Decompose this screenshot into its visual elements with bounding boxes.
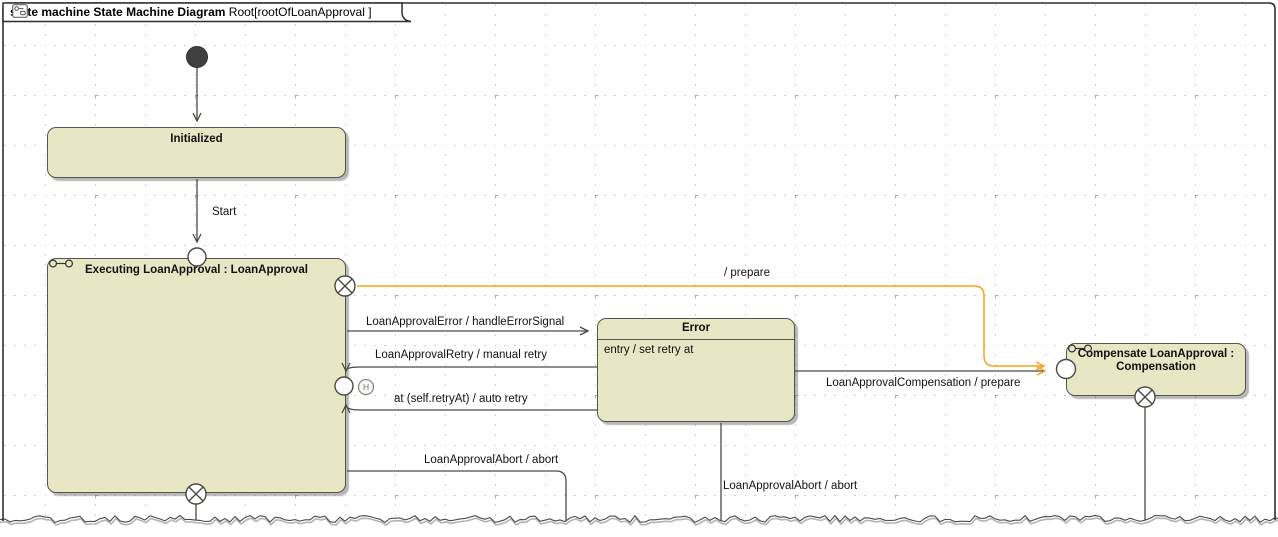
diagram-name-tab-text[interactable]: state machine State Machine Diagram Root…	[10, 4, 372, 20]
transition-label-manual-retry[interactable]: LoanApprovalRetry / manual retry	[375, 349, 547, 361]
state-compensate-loanapproval[interactable]: Compensate LoanApproval : Compensation	[1066, 343, 1246, 396]
transition-label-prepare[interactable]: / prepare	[724, 267, 771, 279]
state-title: Compensate LoanApproval : Compensation	[1077, 348, 1235, 373]
diagram-ref: rootOfLoanApproval ]	[257, 4, 372, 19]
diagram-name: State Machine Diagram	[93, 4, 226, 19]
transition-label-start[interactable]: Start	[212, 206, 237, 218]
submachine-icon	[48, 259, 74, 268]
transition-label-abort-executing[interactable]: LoanApprovalAbort / abort	[424, 454, 559, 466]
state-title: Error	[598, 319, 794, 340]
submachine-icon	[1067, 344, 1093, 353]
transition-label-abort-error[interactable]: LoanApprovalAbort / abort	[723, 480, 858, 492]
state-title: Executing LoanApproval : LoanApproval	[85, 264, 308, 276]
transition-label-error-signal[interactable]: LoanApprovalError / handleErrorSignal	[366, 316, 565, 328]
transition-label-auto-retry[interactable]: at (self.retryAt) / auto retry	[394, 393, 528, 405]
state-title: Initialized	[170, 133, 223, 145]
diagram-context: Root[	[228, 4, 258, 19]
state-machine-diagram-icon	[12, 4, 28, 18]
state-entry-action: entry / set retry at	[604, 344, 694, 356]
state-executing-loanapproval[interactable]: Executing LoanApproval : LoanApproval	[47, 258, 346, 493]
transition-label-compensation[interactable]: LoanApprovalCompensation / prepare	[826, 377, 1021, 389]
state-error[interactable]: Error entry / set retry at	[597, 318, 795, 422]
state-initialized[interactable]: Initialized	[47, 127, 346, 178]
